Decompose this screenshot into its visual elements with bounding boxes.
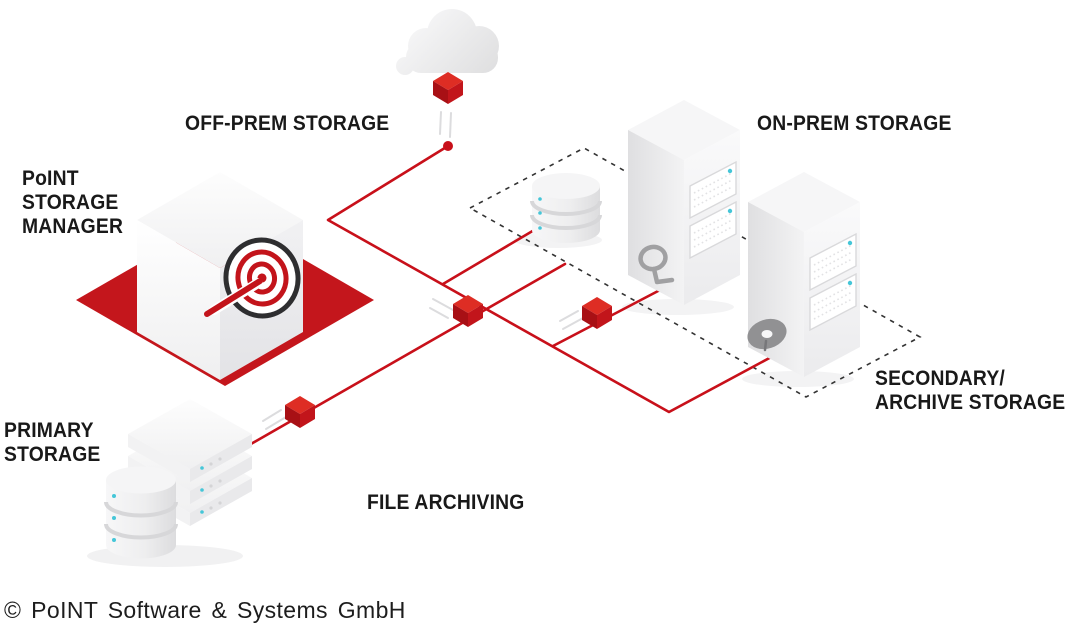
primary-database-cylinder-icon <box>104 466 178 559</box>
label-primary-line2: STORAGE <box>4 443 101 466</box>
label-storage-manager: PoINT STORAGE MANAGER <box>22 167 123 239</box>
label-primary-storage: PRIMARY STORAGE <box>4 419 100 467</box>
target-icon <box>204 237 301 319</box>
label-primary-line1: PRIMARY <box>4 419 94 442</box>
label-secondary-line2: ARCHIVE STORAGE <box>875 391 1066 414</box>
rack-panel <box>689 160 737 260</box>
connector-cube-onprem <box>582 297 612 329</box>
label-on-prem-storage: ON-PREM STORAGE <box>757 112 952 135</box>
label-off-prem-storage: OFF-PREM STORAGE <box>185 112 390 135</box>
label-storage-manager-line1: PoINT <box>22 167 79 190</box>
cloud-icon <box>396 9 499 75</box>
server-tower-2 <box>747 172 860 377</box>
line-cloud-to-archive <box>326 144 777 414</box>
connector-cube-center <box>453 295 483 327</box>
database-cylinder-icon <box>530 173 602 243</box>
rack-panel <box>809 232 857 332</box>
line-endpoint-dot <box>443 141 453 151</box>
optical-disc-icon <box>747 318 787 352</box>
server-tower-1 <box>628 100 740 305</box>
storage-manager-node <box>76 172 374 386</box>
line-branch-database <box>441 224 543 286</box>
label-storage-manager-line2: STORAGE <box>22 191 119 214</box>
copyright-text: © PoINT Software & Systems GmbH <box>4 597 406 623</box>
connector-cube-cloud <box>433 72 463 104</box>
label-storage-manager-line3: MANAGER <box>22 215 124 238</box>
label-secondary-line1: SECONDARY/ <box>875 367 1005 390</box>
tape-loop-icon <box>638 244 675 285</box>
label-secondary-archive-storage: SECONDARY/ ARCHIVE STORAGE <box>875 367 1065 415</box>
on-prem-boundary-dashed <box>468 147 922 398</box>
label-file-archiving: FILE ARCHIVING <box>367 491 525 514</box>
motion-streaks <box>262 111 584 430</box>
connector-cube-primary <box>285 396 315 428</box>
